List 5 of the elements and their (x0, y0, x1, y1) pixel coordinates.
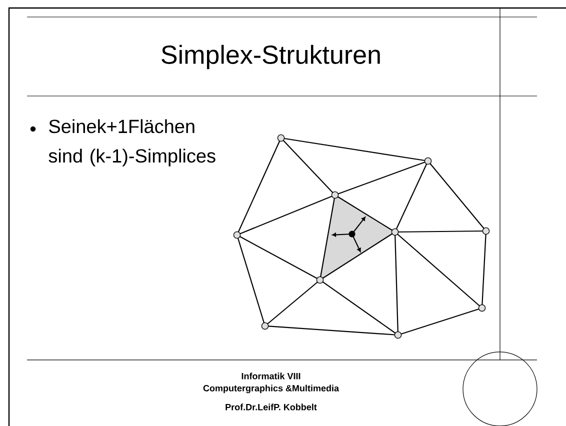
bullet-text: Seinek+1Flächen sind (k-1)-Simplices (48, 119, 216, 166)
footer-text: Computergraphics &Multimedia (203, 384, 340, 394)
footer-text: Informatik VIII (242, 372, 300, 380)
footer-text: Prof.Dr.LeifP. Kobbelt (226, 404, 317, 410)
slide-title: Simplex-Strukturen (162, 44, 380, 70)
